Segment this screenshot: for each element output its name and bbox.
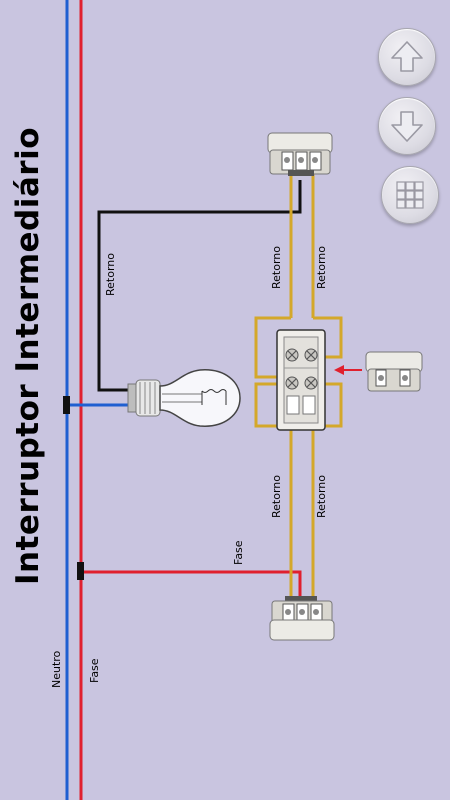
lamp-return-wire xyxy=(97,180,302,392)
return-link-bottom-left xyxy=(254,382,292,428)
retorno-bottom-right-label: Retorno xyxy=(315,475,328,518)
phase-switch-wire xyxy=(81,570,302,602)
switch-side-view xyxy=(365,351,423,392)
three-way-switch-bottom xyxy=(269,596,335,641)
return-link-bottom-right xyxy=(313,382,343,428)
phase-junction xyxy=(77,562,84,580)
scroll-up-button[interactable] xyxy=(378,28,436,86)
grid-icon xyxy=(396,181,424,209)
return-link-top-right xyxy=(313,316,343,359)
neutro-label: Neutro xyxy=(50,650,63,688)
three-way-switch-top xyxy=(267,132,333,176)
fase-wire-label: Fase xyxy=(232,540,245,565)
retorno-top-left-label: Retorno xyxy=(270,246,283,289)
arrow-down-icon xyxy=(391,111,423,142)
diagram-title: Interruptor Intermediário xyxy=(10,127,46,585)
fase-main-label: Fase xyxy=(88,658,101,683)
retorno-lamp-label: Retorno xyxy=(104,253,117,296)
neutral-junction xyxy=(63,396,70,414)
arrow-up-icon xyxy=(391,41,423,72)
return-link-top-left xyxy=(254,316,292,379)
intermediate-switch xyxy=(276,329,326,431)
pointer-arrow xyxy=(334,365,362,375)
retorno-bottom-left-label: Retorno xyxy=(270,475,283,518)
scroll-down-button[interactable] xyxy=(378,97,436,155)
grid-menu-button[interactable] xyxy=(381,166,439,224)
light-bulb xyxy=(127,369,241,427)
retorno-top-right-label: Retorno xyxy=(315,246,328,289)
